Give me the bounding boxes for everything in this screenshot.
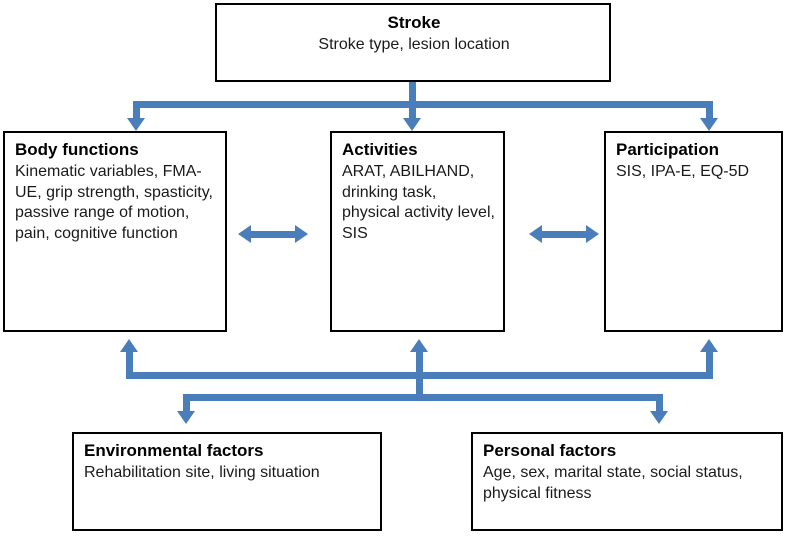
arrow-activities-head-right [529,225,542,243]
box-body-functions-body: Kinematic variables, FMA-UE, grip streng… [15,162,213,243]
box-personal-factors[interactable]: Personal factors Age, sex, marital state… [471,432,783,531]
box-activities-title: Activities [342,140,418,159]
box-environmental-factors-body: Rehabilitation site, living situation [84,463,320,481]
box-stroke[interactable]: Stroke Stroke type, lesion location [215,3,611,82]
stroke-drop-middle [409,101,416,121]
stroke-stem-vertical [409,81,416,105]
box-body-functions-title: Body functions [15,140,139,159]
box-personal-factors-body: Age, sex, marital state, social status, … [483,463,743,502]
arrow-to-environmental-factors [177,411,195,424]
arrow-body-functions-head [238,225,251,243]
stroke-bus-horizontal [133,101,713,108]
arrow-to-participation [700,118,718,131]
stroke-drop-left [133,101,140,121]
box-participation-title: Participation [616,140,719,159]
box-participation-body: SIS, IPA-E, EQ-5D [616,162,750,180]
contextual-riser-left [126,352,133,379]
contextual-center-stem [416,372,423,401]
arrow-up-to-activities [410,339,428,352]
box-environmental-factors[interactable]: Environmental factors Rehabilitation sit… [72,432,382,531]
link-body-activities-shaft [251,231,295,238]
arrow-to-personal-factors [650,411,668,424]
box-participation[interactable]: Participation SIS, IPA-E, EQ-5D [604,131,783,332]
contextual-drop-right [656,394,663,414]
contextual-riser-right [706,352,713,379]
box-personal-factors-title: Personal factors [483,441,617,460]
arrow-activities-head-left [295,225,308,243]
box-environmental-factors-title: Environmental factors [84,441,264,460]
box-body-functions[interactable]: Body functions Kinematic variables, FMA-… [3,131,227,332]
arrow-to-activities [403,118,421,131]
box-activities[interactable]: Activities ARAT, ABILHAND, drinking task… [330,131,505,332]
link-activities-participation-shaft [542,231,586,238]
contextual-riser-middle [416,352,423,379]
box-stroke-body: Stroke type, lesion location [318,35,510,53]
arrow-to-body-functions [127,118,145,131]
contextual-lower-bus [183,394,663,401]
arrow-participation-head [586,225,599,243]
arrow-up-to-participation [700,339,718,352]
arrow-up-to-body-functions [120,339,138,352]
box-activities-body: ARAT, ABILHAND, drinking task, physical … [342,162,495,243]
stroke-drop-right [706,101,713,121]
contextual-drop-left [183,394,190,414]
box-stroke-title: Stroke [387,13,441,32]
